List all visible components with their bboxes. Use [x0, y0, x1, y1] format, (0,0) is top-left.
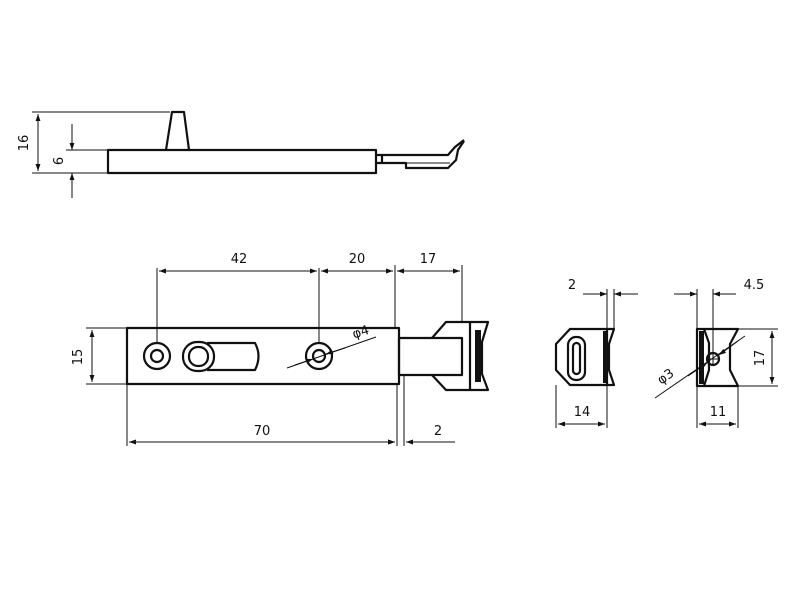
keeper-slot	[566, 335, 587, 382]
bolt-body-side	[106, 148, 378, 175]
strike-view: 4.5 17 φ3 11	[654, 278, 778, 428]
dim-label-2: 2	[434, 424, 442, 439]
mounting-hole-left	[142, 341, 172, 371]
dim-label-20: 20	[349, 252, 366, 267]
bolt-head-top	[431, 320, 490, 392]
top-view: 42 20 17 15 φ4 70 2	[71, 252, 490, 446]
dim-label-phi4: φ4	[351, 323, 372, 342]
keeper-dim-label-2: 2	[568, 278, 576, 293]
dim-label-15: 15	[71, 349, 86, 366]
dim-label-17: 17	[420, 252, 437, 267]
dim-label-42: 42	[231, 252, 248, 267]
side-view: 16 6	[17, 110, 465, 198]
bolt-knob-side	[164, 110, 191, 151]
bolt-extension-side	[376, 139, 465, 157]
knob-slot	[181, 340, 216, 373]
bolt-tongue-top	[397, 336, 464, 377]
keeper-view: 2 14	[554, 278, 638, 428]
strike-dim-label-17: 17	[753, 350, 768, 367]
keeper-dim-label-14: 14	[574, 405, 591, 420]
bolt-slot	[207, 341, 260, 372]
strike-dim-label-4-5: 4.5	[744, 278, 765, 293]
mounting-hole-right	[304, 341, 334, 371]
dim-label-16: 16	[17, 135, 32, 152]
strike-dim-label-11: 11	[710, 405, 727, 420]
dim-label-6: 6	[52, 157, 67, 165]
dim-label-70: 70	[254, 424, 271, 439]
